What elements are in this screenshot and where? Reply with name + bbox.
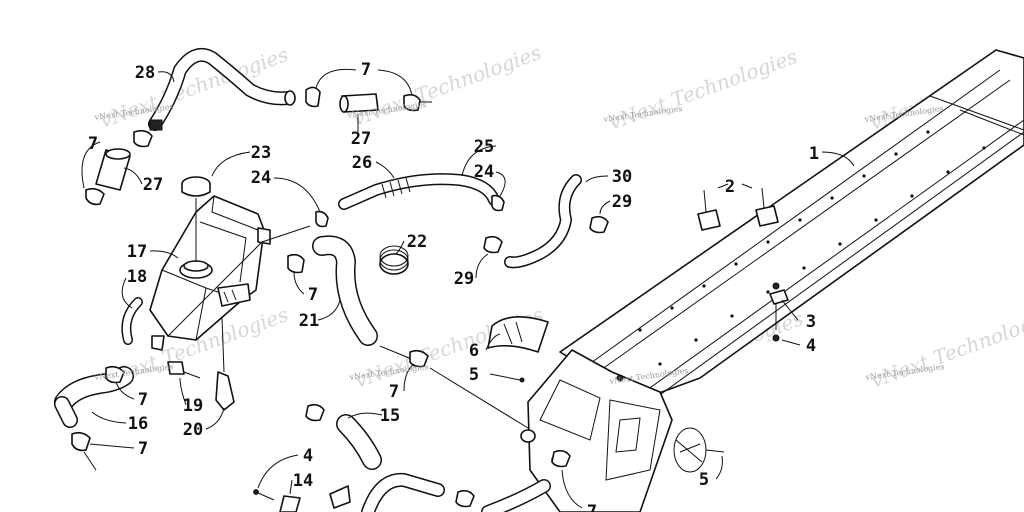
callout-c24a: 24	[251, 168, 271, 188]
hose-part-27-top	[305, 86, 432, 113]
hose-part-30	[483, 174, 609, 269]
grommet-part-2	[697, 183, 779, 231]
callout-c1: 1	[809, 144, 819, 164]
callout-c17: 17	[127, 242, 147, 262]
callout-c7g: 7	[587, 502, 597, 512]
callout-c29b: 29	[454, 269, 474, 289]
callout-c5b: 5	[699, 470, 709, 490]
callout-c2: 2	[725, 177, 735, 197]
sleeve-part-14	[253, 485, 351, 512]
spring-clamp-part-22	[379, 245, 409, 275]
callout-c18: 18	[127, 267, 147, 287]
callout-c7c: 7	[308, 285, 318, 305]
callout-c5a: 5	[469, 365, 479, 385]
callout-c21: 21	[299, 311, 319, 331]
fitting-part-19	[167, 361, 201, 379]
watermark-ghost: vNext Technologies	[350, 40, 545, 131]
screw-part-5	[489, 373, 725, 473]
callout-c15: 15	[380, 406, 400, 426]
callout-c28: 28	[135, 63, 155, 83]
callout-c4a: 4	[806, 336, 816, 356]
hose-part-27-left	[85, 119, 163, 206]
callout-c24b: 24	[474, 162, 494, 182]
callout-c16: 16	[128, 414, 148, 434]
assembly-leader-lines	[167, 225, 529, 429]
callout-c30: 30	[612, 167, 632, 187]
callout-c22: 22	[407, 232, 427, 252]
callout-c3: 3	[806, 312, 816, 332]
callout-c27a: 27	[351, 129, 371, 149]
callout-c20: 20	[183, 420, 203, 440]
callout-c7a: 7	[361, 60, 371, 80]
hose-part-16	[54, 365, 134, 471]
callout-c14: 14	[293, 471, 313, 491]
hose-part-28	[148, 48, 296, 131]
hose-part-15	[305, 403, 382, 470]
hose-part-18	[121, 297, 143, 345]
hose-bottom	[361, 449, 571, 512]
coolant-reservoir-part-17	[149, 195, 271, 351]
callout-c29a: 29	[612, 192, 632, 212]
callout-c7d: 7	[389, 382, 399, 402]
callout-c6: 6	[469, 341, 479, 361]
radiator-cap-part-23	[181, 176, 211, 262]
callout-c7e: 7	[138, 390, 148, 410]
frame-tunnel	[520, 49, 1024, 512]
callout-leaders	[81, 68, 855, 509]
callout-c27b: 27	[143, 175, 163, 195]
callout-c7f: 7	[138, 439, 148, 459]
callout-c19: 19	[183, 396, 203, 416]
callout-c25: 25	[474, 137, 494, 157]
watermark-ghost: vNext Technologies	[606, 44, 801, 135]
screw-parts-3-4	[769, 282, 789, 342]
callout-c7b: 7	[88, 134, 98, 154]
bracket-part-20	[215, 317, 235, 411]
hose-part-21	[287, 235, 378, 346]
watermark-ghost: vNext Technologies	[868, 302, 1024, 393]
hose-part-26	[315, 173, 505, 228]
heat-shield-part-6	[487, 316, 549, 353]
callout-c26: 26	[352, 153, 372, 173]
callout-c23: 23	[251, 143, 271, 163]
callout-c4b: 4	[303, 446, 313, 466]
